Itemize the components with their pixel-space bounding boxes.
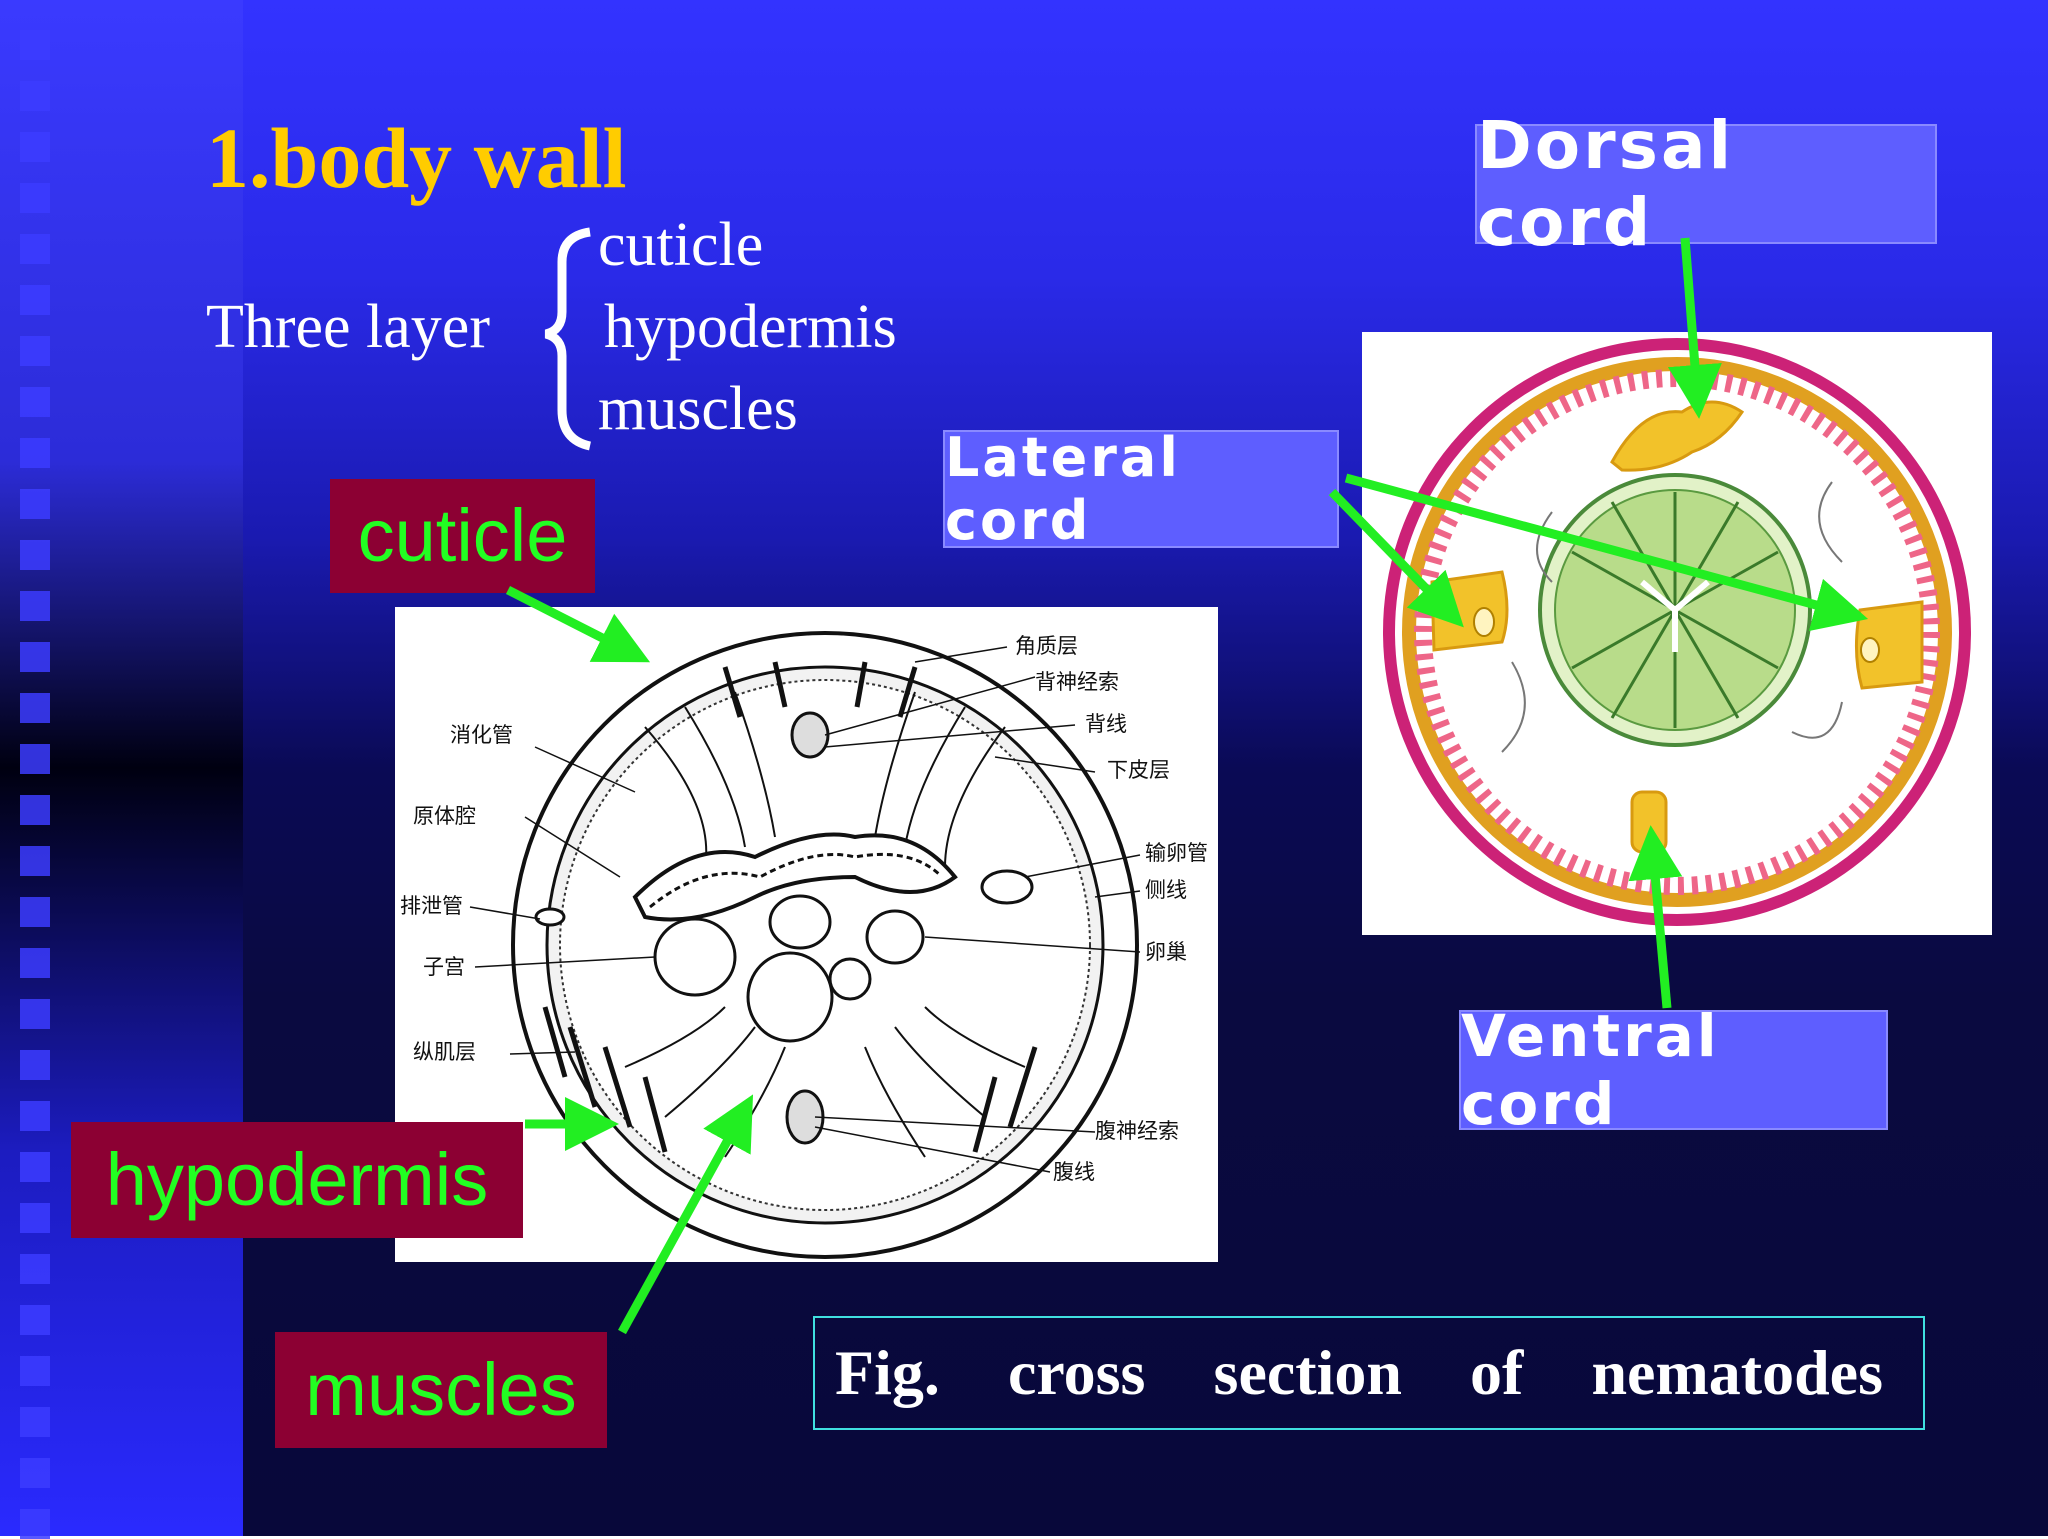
decor-square — [20, 897, 50, 927]
bw-cross-section-panel: 角质层 背神经索 背线 下皮层 输卵管 侧线 卵巢 腹神经索 腹线 消化管 原体… — [395, 607, 1218, 1262]
decor-square — [20, 1509, 50, 1539]
label-paixieguan: 排泄管 — [400, 894, 463, 918]
decor-square — [20, 438, 50, 468]
decor-square — [20, 948, 50, 978]
callout-hypodermis: hypodermis — [71, 1122, 523, 1238]
three-layer-label: Three layer — [206, 293, 490, 361]
caption-word-of: of — [1470, 1337, 1524, 1408]
layer-item-cuticle: cuticle — [598, 211, 764, 279]
decor-square — [20, 999, 50, 1029]
label-xiapiceng: 下皮层 — [1107, 758, 1170, 782]
decor-square — [20, 846, 50, 876]
decor-square — [20, 234, 50, 264]
label-fuxian: 腹线 — [1053, 1160, 1095, 1184]
decor-square — [20, 183, 50, 213]
label-luanchao: 卵巢 — [1145, 940, 1187, 964]
decor-square — [20, 387, 50, 417]
decor-square — [20, 285, 50, 315]
slide-title: 1.body wall — [206, 110, 627, 206]
decor-square — [20, 693, 50, 723]
caption-word-fig: Fig. — [835, 1337, 940, 1408]
callout-cuticle: cuticle — [330, 479, 595, 593]
decor-square — [20, 744, 50, 774]
decor-square — [20, 1050, 50, 1080]
left-decor-bar — [0, 0, 243, 1539]
layer-item-hypodermis: hypodermis — [604, 293, 897, 361]
label-beixian: 背线 — [1085, 712, 1127, 736]
callout-ventral-cord: Ventral cord — [1459, 1002, 1888, 1138]
caption-word-nematodes: nematodes — [1591, 1337, 1883, 1408]
label-fushenjingsuo: 腹神经索 — [1095, 1119, 1179, 1143]
decor-square — [20, 1254, 50, 1284]
color-cross-section-panel — [1362, 332, 1992, 935]
label-cexian: 侧线 — [1145, 878, 1187, 902]
decor-square — [20, 30, 50, 60]
figure-caption: Fig. cross section of nematodes — [813, 1316, 1925, 1430]
label-shuluanguan: 输卵管 — [1145, 841, 1208, 865]
decor-square — [20, 81, 50, 111]
label-xiaohuaguan: 消化管 — [450, 723, 513, 747]
decor-square — [20, 1356, 50, 1386]
color-cross-section-diagram — [1383, 338, 1971, 926]
decor-square — [20, 1101, 50, 1131]
label-zongjiceng: 纵肌层 — [413, 1040, 476, 1064]
caption-word-cross: cross — [1007, 1337, 1146, 1408]
decor-square — [20, 540, 50, 570]
decor-square — [20, 642, 50, 672]
callout-muscles: muscles — [275, 1332, 607, 1448]
decor-square — [20, 795, 50, 825]
decor-square — [20, 591, 50, 621]
bw-cross-section-diagram: 角质层 背神经索 背线 下皮层 输卵管 侧线 卵巢 腹神经索 腹线 消化管 原体… — [400, 631, 1208, 1259]
label-jiaozhiceng: 角质层 — [1015, 634, 1078, 658]
layer-item-muscles: muscles — [598, 375, 798, 443]
decor-square — [20, 1203, 50, 1233]
decor-square — [20, 1305, 50, 1335]
decor-square — [20, 1458, 50, 1488]
caption-word-section: section — [1213, 1337, 1402, 1408]
label-yuantiqiang: 原体腔 — [413, 804, 476, 828]
decor-square — [20, 132, 50, 162]
callout-lateral-cord: Lateral cord — [943, 426, 1339, 552]
decor-square — [20, 489, 50, 519]
label-beishenjingsuo: 背神经索 — [1035, 670, 1119, 694]
decor-square — [20, 336, 50, 366]
label-zigong: 子宫 — [423, 955, 465, 979]
decor-square — [20, 1152, 50, 1182]
callout-dorsal-cord: Dorsal cord — [1475, 107, 1937, 261]
decor-square — [20, 1407, 50, 1437]
